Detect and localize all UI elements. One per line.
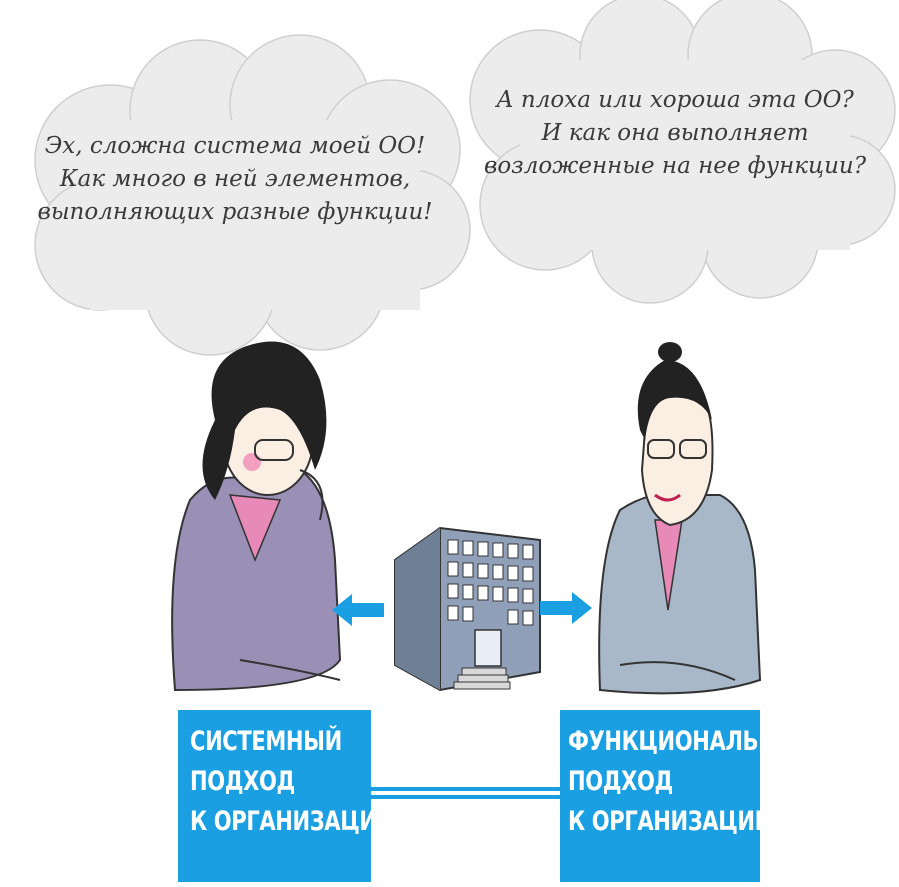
box-right-line: ПОДХОД (568, 766, 673, 797)
arrow-left-icon (332, 594, 384, 626)
thought-cloud-left-icon (34, 34, 471, 356)
bubble-right-line: возложенные на нее функции? (483, 153, 867, 179)
thought-cloud-right-icon (469, 0, 896, 304)
box-connector (370, 787, 562, 803)
bubble-right-line: И как она выполняет (541, 120, 809, 146)
box-left-line: ПОДХОД (190, 766, 295, 797)
woman-curly-hair-icon (171, 341, 342, 692)
thought-bubble-left-text: Эх, сложна система моей ОО! Как много в … (20, 130, 450, 229)
arrow-right-icon (540, 592, 592, 624)
woman-bun-hair-icon (598, 342, 762, 695)
box-right-line: ФУНКЦИОНАЛЬНЫЙ (568, 726, 815, 757)
bubble-left-line: выполняющих разные функции! (37, 199, 433, 225)
bubble-right-line: А плоха или хороша эта ОО? (496, 87, 854, 113)
bubble-left-line: Как много в ней элементов, (59, 166, 411, 192)
thought-bubble-right-text: А плоха или хороша эта ОО? И как она вып… (470, 84, 880, 183)
bubble-left-line: Эх, сложна система моей ОО! (44, 133, 426, 159)
box-left-line: К ОРГАНИЗАЦИИ (190, 806, 394, 837)
box-left-line: СИСТЕМНЫЙ (190, 726, 342, 757)
functional-approach-box: ФУНКЦИОНАЛЬНЫЙ ПОДХОД К ОРГАНИЗАЦИИ (560, 710, 815, 882)
school-building-icon (394, 526, 541, 692)
system-approach-box: СИСТЕМНЫЙ ПОДХОД К ОРГАНИЗАЦИИ (178, 710, 394, 882)
box-right-line: К ОРГАНИЗАЦИИ (568, 806, 772, 837)
